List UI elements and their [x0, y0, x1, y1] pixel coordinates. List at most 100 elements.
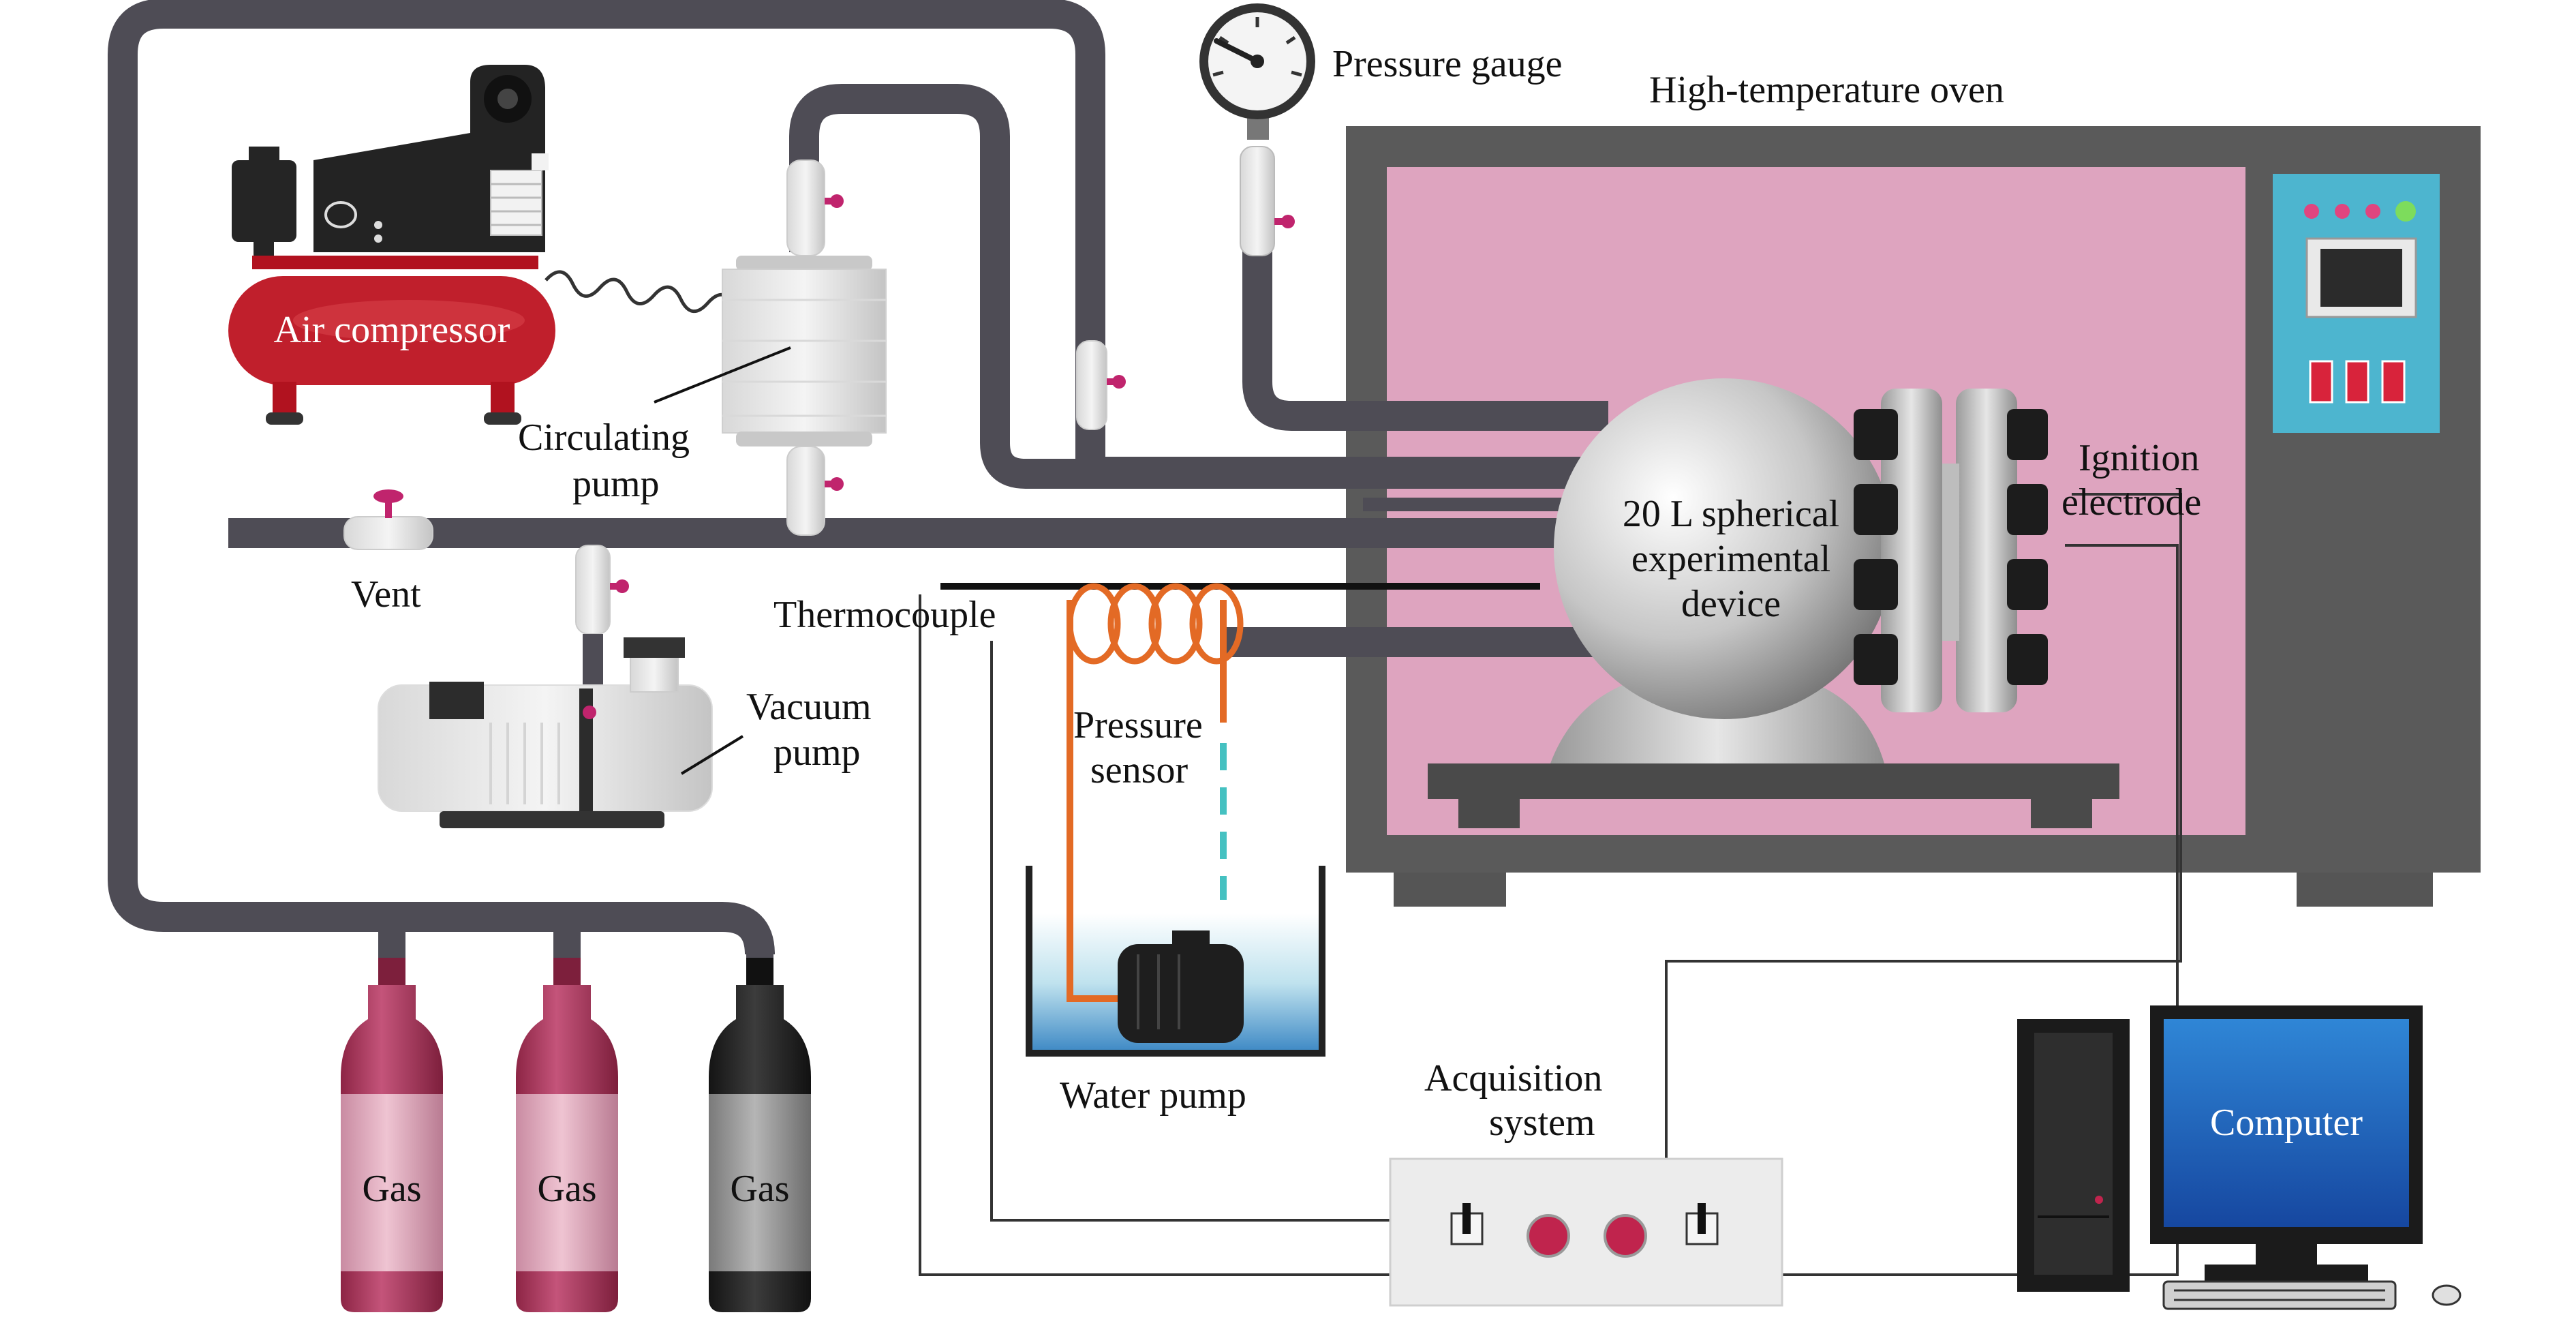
flange-bolt: [1854, 409, 1898, 460]
signal-wires: [919, 493, 2182, 1276]
gas-label-2: Gas: [537, 1168, 596, 1210]
thermocouple-wire: [919, 594, 1394, 1276]
vacuum-valve: [575, 545, 611, 635]
gas-bottle-3: Gas: [709, 958, 811, 1312]
water-tank: [1026, 866, 1325, 1057]
flange-bolt: [1854, 559, 1898, 610]
valve-handle-icon: [1112, 375, 1126, 389]
flange-bolt: [2007, 484, 2048, 535]
acquisition-wire: [1665, 493, 2182, 1162]
pressure-switch: [232, 160, 296, 242]
vent-label: Vent: [351, 573, 421, 616]
heating-coil: [1067, 583, 1244, 665]
cooling-pipe: [1227, 627, 1608, 657]
compressor-bracket: [252, 256, 538, 269]
gas-pipe-drop: [553, 913, 581, 961]
flange-bolt: [2007, 634, 2048, 685]
pipe-network: [108, 0, 1612, 965]
pump-outlet-valve: [786, 446, 825, 536]
water-pump-motor: [1118, 944, 1244, 1043]
compressor-hose: [545, 270, 737, 314]
ignition-label-1: Ignition: [2079, 437, 2199, 479]
circulating-pump: [654, 160, 887, 536]
indicator-light: [2365, 204, 2380, 219]
flange-disk-2: [1956, 389, 2017, 712]
oven-button: [2381, 360, 2406, 404]
gauge-needle: [1214, 38, 1260, 64]
indicator-light-green: [2395, 201, 2416, 222]
pump-cap-top: [736, 256, 872, 271]
ignition-label-2: electrode: [2061, 481, 2201, 524]
circulating-pump-leader: [654, 346, 791, 404]
ignition-wire: [1779, 544, 2179, 1276]
circulating-pump-label-1: Circulating: [518, 417, 690, 459]
gas-label-3: Gas: [730, 1168, 789, 1210]
pressure-sensor-label-2: sensor: [1090, 749, 1188, 791]
coolant-tube: [1067, 600, 1124, 1002]
flange-disk-1: [1881, 389, 1942, 712]
circulating-pump-label-2: pump: [572, 463, 660, 505]
flange-bolt: [1854, 634, 1898, 685]
spherical-device: 20 L spherical experimental device: [1550, 378, 2048, 763]
vacuum-pump-label-2: pump: [773, 731, 861, 774]
acquisition-label-2: system: [1489, 1102, 1595, 1144]
vacuum-pump-cap: [624, 637, 685, 658]
high-temperature-oven: [1346, 126, 2481, 907]
water-pump-label: Water pump: [1060, 1074, 1246, 1117]
pressure-sensor-wire: [990, 641, 1394, 1222]
pipe-thin: [1363, 498, 1608, 511]
flange-bolt: [1854, 484, 1898, 535]
pump-inlet-valve: [786, 160, 825, 256]
valve-handle-icon: [615, 579, 629, 593]
vacuum-pump-label-1: Vacuum: [746, 686, 872, 728]
sphere-vessel: [1554, 378, 1895, 719]
oven-display: [2320, 249, 2402, 307]
air-compressor-label: Air compressor: [274, 309, 510, 351]
gas-label-1: Gas: [362, 1168, 421, 1210]
indicator-light: [2335, 204, 2350, 219]
vacuum-pump: [378, 545, 744, 828]
valve-handle-icon: [830, 477, 844, 491]
device-label-1: 20 L spherical: [1623, 493, 1839, 535]
gauge-valve-body: [1240, 146, 1275, 256]
compressor-motor: [313, 65, 545, 252]
gauge-pipe: [1242, 157, 1608, 431]
air-compressor: Air compressor: [228, 65, 737, 425]
vacuum-pump-body: [378, 684, 713, 812]
device-label-3: device: [1681, 583, 1781, 625]
indicator-light: [2304, 204, 2319, 219]
pressure-sensor-label-1: Pressure: [1073, 704, 1203, 746]
acquisition-knob: [1604, 1214, 1647, 1258]
gas-bottle-1: Gas: [341, 958, 443, 1312]
thermocouple-label: Thermocouple: [773, 594, 996, 636]
valve-handle-icon: [1281, 215, 1295, 228]
compressor-gauge: [324, 201, 357, 228]
mouse: [2432, 1284, 2462, 1306]
acquisition-box: [1389, 1157, 1783, 1307]
vacuum-pump-base: [440, 811, 664, 828]
gas-pipe-drop: [378, 913, 405, 961]
shelf-leg: [2031, 798, 2092, 828]
vacuum-pump-cover: [429, 682, 484, 719]
oven-button: [2309, 360, 2333, 404]
loop-valve: [1076, 340, 1126, 430]
gas-bottle-2: Gas: [516, 958, 618, 1312]
computer: Computer: [2017, 1005, 2462, 1310]
acquisition-label-1: Acquisition: [1424, 1057, 1602, 1100]
valve-handle-icon: [373, 489, 403, 503]
valve-handle-icon: [830, 194, 844, 208]
pressure-gauge-icon: [1199, 3, 1315, 256]
vent-pipe: [228, 518, 1612, 548]
flange-bolt: [2007, 559, 2048, 610]
keyboard: [2162, 1280, 2397, 1310]
main-pipe-loop: [108, 0, 1105, 956]
monitor-stand: [2205, 1265, 2368, 1282]
oven-shelf: [1428, 763, 2119, 799]
monitor-screen: [2164, 1019, 2409, 1227]
circulating-pipe: [789, 84, 1608, 489]
gauge-ticks: [1212, 17, 1302, 77]
pump-cap-bottom: [736, 432, 872, 446]
computer-label: Computer: [2210, 1102, 2363, 1144]
